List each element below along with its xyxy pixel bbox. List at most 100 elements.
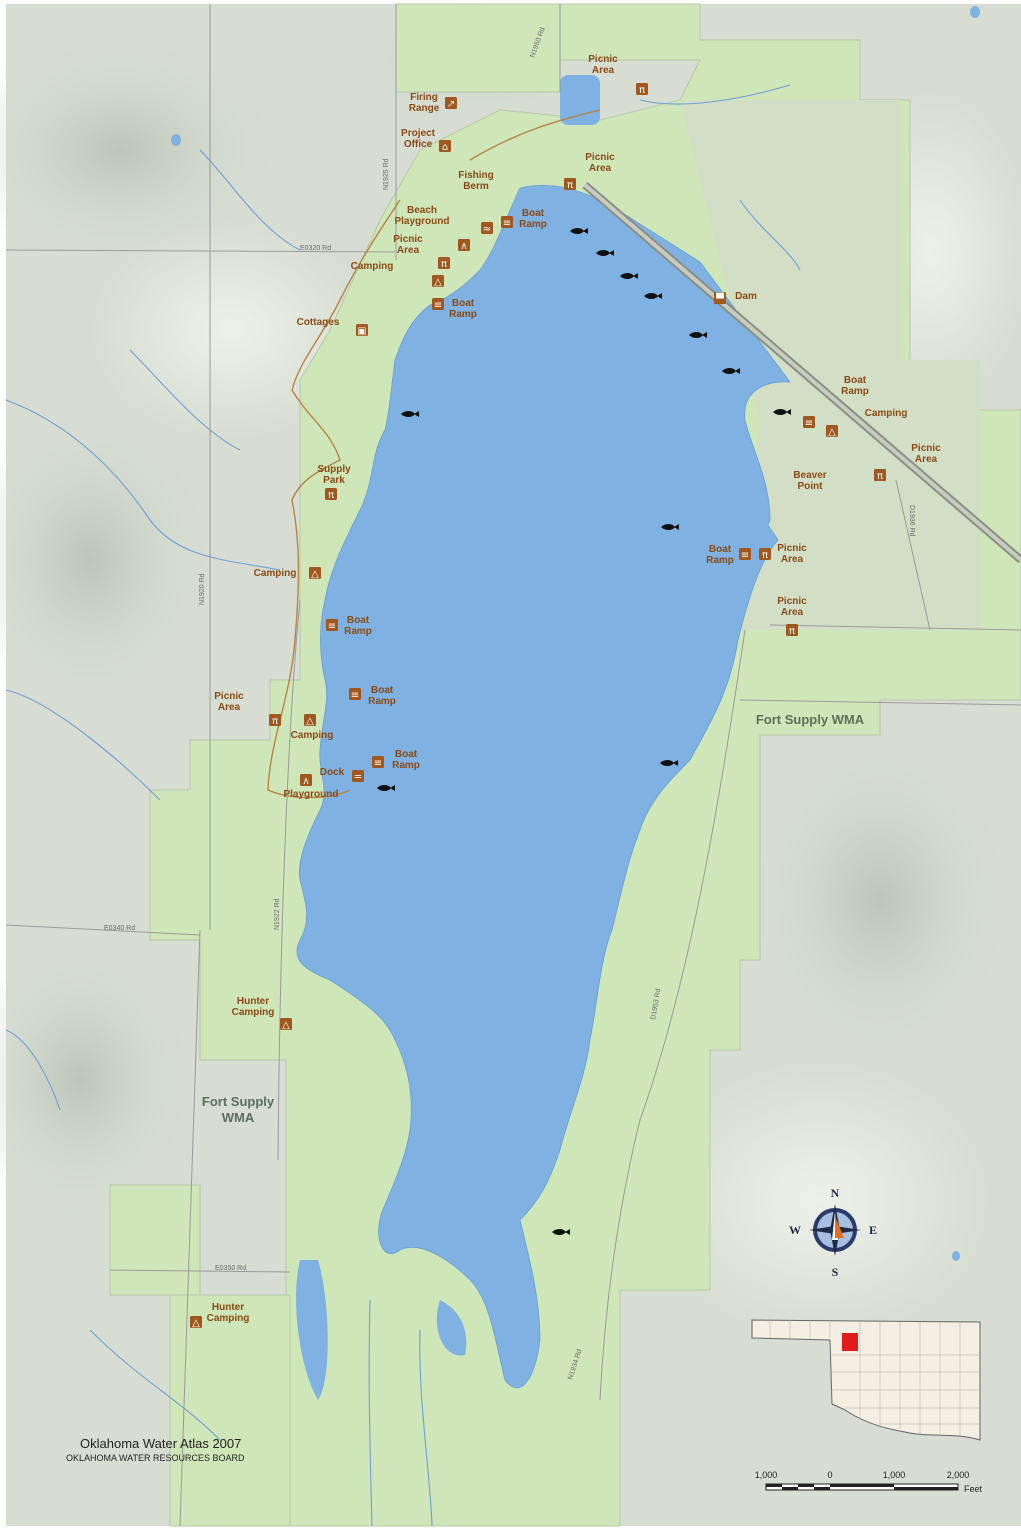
facility-label: Camping	[291, 730, 334, 741]
facility-label: Picnic	[585, 152, 615, 163]
picnic-table-icon	[325, 488, 337, 500]
fish-icon	[377, 785, 395, 791]
facility-label: Ramp	[344, 626, 372, 637]
boat-ramp-icon	[349, 688, 361, 700]
facility-label: Area	[589, 163, 612, 174]
picnic-table-icon-glyph: π	[639, 85, 645, 96]
tent-icon	[309, 567, 321, 579]
scale-tick-2000: 2,000	[947, 1470, 970, 1480]
facility-label: Boat	[371, 685, 394, 696]
road-label-e0340: E0340 Rd	[104, 925, 135, 932]
facility-label: Fishing	[458, 170, 494, 181]
compass-rose: N S E W	[789, 1186, 877, 1279]
tent-icon	[190, 1316, 202, 1328]
compass-e: E	[869, 1223, 877, 1237]
fishing-spots	[377, 228, 791, 1235]
facility-playground: Playground∧	[283, 774, 339, 800]
fish-icon	[552, 1229, 570, 1235]
fishing-icon-glyph: ≈	[483, 224, 491, 235]
wma-label-east: Fort Supply WMA	[756, 712, 865, 727]
scale-bar: 1,000 0 1,000 2,000 Feet	[755, 1470, 983, 1494]
picnic-table-icon	[874, 469, 886, 481]
road-label-e0350: E0350 Rd	[215, 1265, 246, 1272]
fish-icon	[620, 273, 638, 279]
facility-label: Playground	[394, 216, 449, 227]
playground-icon	[458, 239, 470, 251]
boat-ramp-icon-glyph: ≡	[328, 621, 336, 632]
facility-label: Office	[404, 139, 433, 150]
facility-label: Hunter	[212, 1302, 244, 1313]
tent-icon	[432, 275, 444, 287]
scale-tick-0: 0	[827, 1470, 832, 1480]
facility-label: Playground	[283, 789, 338, 800]
facility-label: Ramp	[519, 219, 547, 230]
state-locator-map	[751, 1319, 981, 1441]
fish-icon	[596, 250, 614, 256]
picnic-table-icon-glyph: π	[567, 180, 573, 191]
facility-cottages: Cottages▣	[297, 317, 368, 337]
streams	[5, 84, 801, 1527]
facility-label: Boat	[709, 544, 732, 555]
fish-icon	[689, 332, 707, 338]
facility-label: Area	[915, 454, 938, 465]
facility-label: Ramp	[449, 309, 477, 320]
facility-dock: Dock═	[320, 767, 364, 783]
facility-label: Ramp	[392, 760, 420, 771]
atlas-title: Oklahoma Water Atlas 2007	[80, 1436, 241, 1451]
fish-icon	[570, 228, 588, 234]
lake-inlets	[171, 6, 980, 1400]
facility-label: Picnic	[777, 596, 807, 607]
office-icon-glyph: ⌂	[442, 142, 448, 153]
compass-n: N	[831, 1186, 840, 1200]
road-label-n1920: N1920 Rd	[199, 573, 206, 605]
facility-label: Boat	[395, 749, 418, 760]
boat-ramp-icon-glyph: ≡	[805, 418, 813, 429]
roads	[5, 4, 1021, 1527]
facility-label: Camping	[865, 408, 908, 419]
facility-label: Beach	[407, 205, 437, 216]
facility-label: Picnic	[777, 543, 807, 554]
facility-label: Camping	[254, 568, 297, 579]
fish-icon	[722, 368, 740, 374]
wma-label-west-line2: WMA	[222, 1110, 255, 1125]
boat-ramp-icon	[739, 548, 751, 560]
tent-icon-glyph: △	[828, 427, 836, 438]
picnic-table-icon	[759, 548, 771, 560]
playground-icon	[300, 774, 312, 786]
facility-camping-3: Camping △	[254, 567, 321, 580]
park-boundary	[267, 109, 601, 799]
boat-ramp-icon	[803, 416, 815, 428]
tent-icon	[304, 714, 316, 726]
tent-icon-glyph: △	[311, 569, 319, 580]
fish-icon	[661, 524, 679, 530]
facility-label: Boat	[452, 298, 475, 309]
scale-unit: Feet	[964, 1484, 983, 1494]
rifle-icon	[445, 97, 457, 109]
facility-label: Area	[397, 245, 420, 256]
facility-dam: Dam▀	[714, 291, 757, 305]
fishing-icon	[481, 222, 493, 234]
boat-ramp-icon	[326, 619, 338, 631]
facility-label: Dock	[320, 767, 345, 778]
facility-label: Area	[592, 65, 615, 76]
picnic-table-icon	[438, 257, 450, 269]
road-label-n1925: N1925 Rd	[383, 158, 390, 190]
picnic-table-icon	[786, 624, 798, 636]
facility-camping-1: Camping△	[351, 261, 444, 288]
facility-label: Picnic	[393, 234, 423, 245]
atlas-subtitle: OKLAHOMA WATER RESOURCES BOARD	[66, 1453, 245, 1463]
picnic-table-icon-glyph: π	[272, 716, 278, 727]
